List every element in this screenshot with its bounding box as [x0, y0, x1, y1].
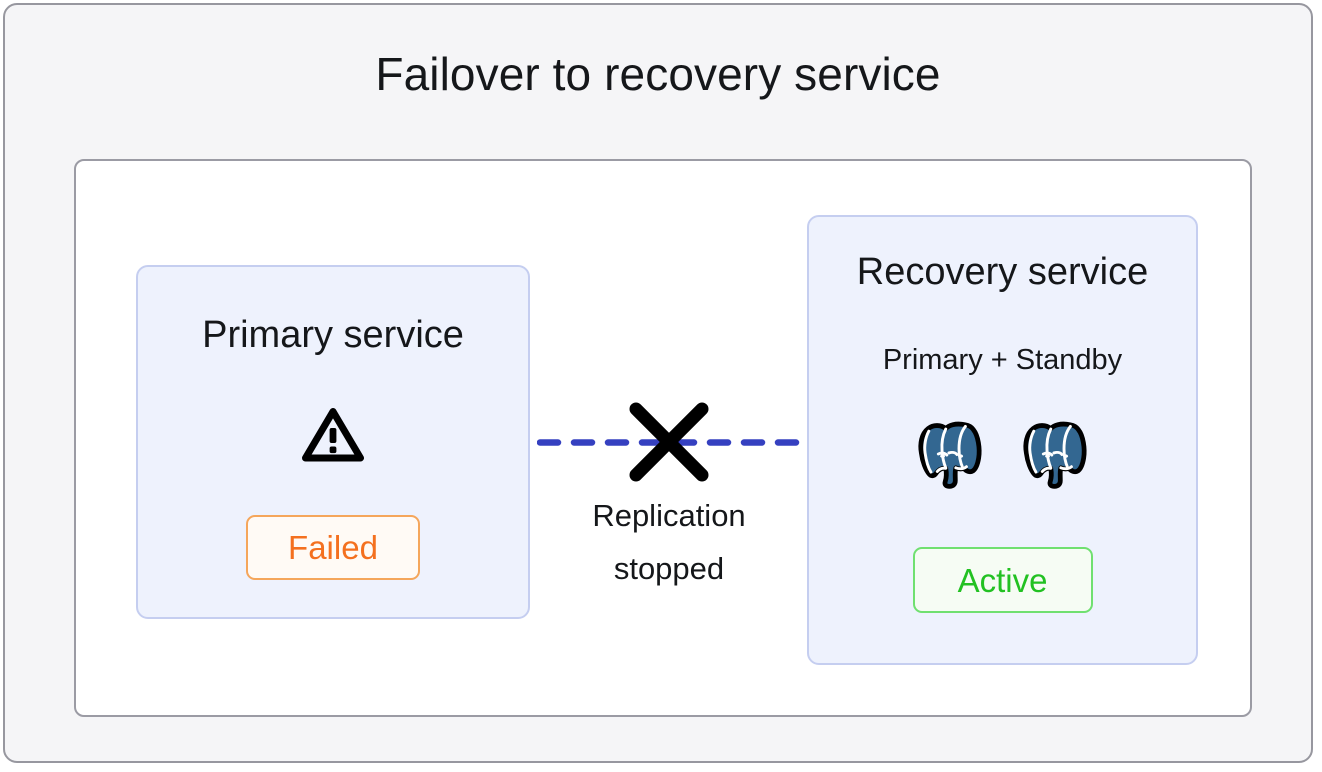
replication-status-line-1: Replication	[592, 498, 746, 533]
replication-status-label: Replication stopped	[531, 489, 807, 596]
cross-icon	[629, 402, 709, 482]
status-badge-failed: Failed	[246, 515, 420, 580]
replication-status-line-2: stopped	[613, 551, 725, 587]
recovery-service-subtitle: Primary + Standby	[882, 344, 1123, 376]
diagram-panel: Primary service Failed Replication	[74, 159, 1252, 717]
primary-service-card[interactable]: Primary service Failed	[136, 265, 530, 619]
diagram-canvas: Failover to recovery service Primary ser…	[3, 3, 1313, 763]
recovery-service-title: Recovery service	[856, 251, 1149, 293]
status-badge-active: Active	[912, 547, 1093, 613]
recovery-service-card[interactable]: Recovery service Primary + Standby	[807, 215, 1198, 665]
postgresql-elephant-icon	[916, 419, 984, 494]
replication-link: Replication stopped	[531, 383, 807, 586]
replication-dashed-line	[537, 439, 805, 446]
postgresql-elephant-icon	[1021, 419, 1089, 494]
primary-service-title: Primary service	[202, 314, 464, 356]
warning-triangle-icon	[138, 406, 528, 464]
page-title: Failover to recovery service	[375, 48, 941, 100]
postgres-node-group	[809, 419, 1196, 494]
